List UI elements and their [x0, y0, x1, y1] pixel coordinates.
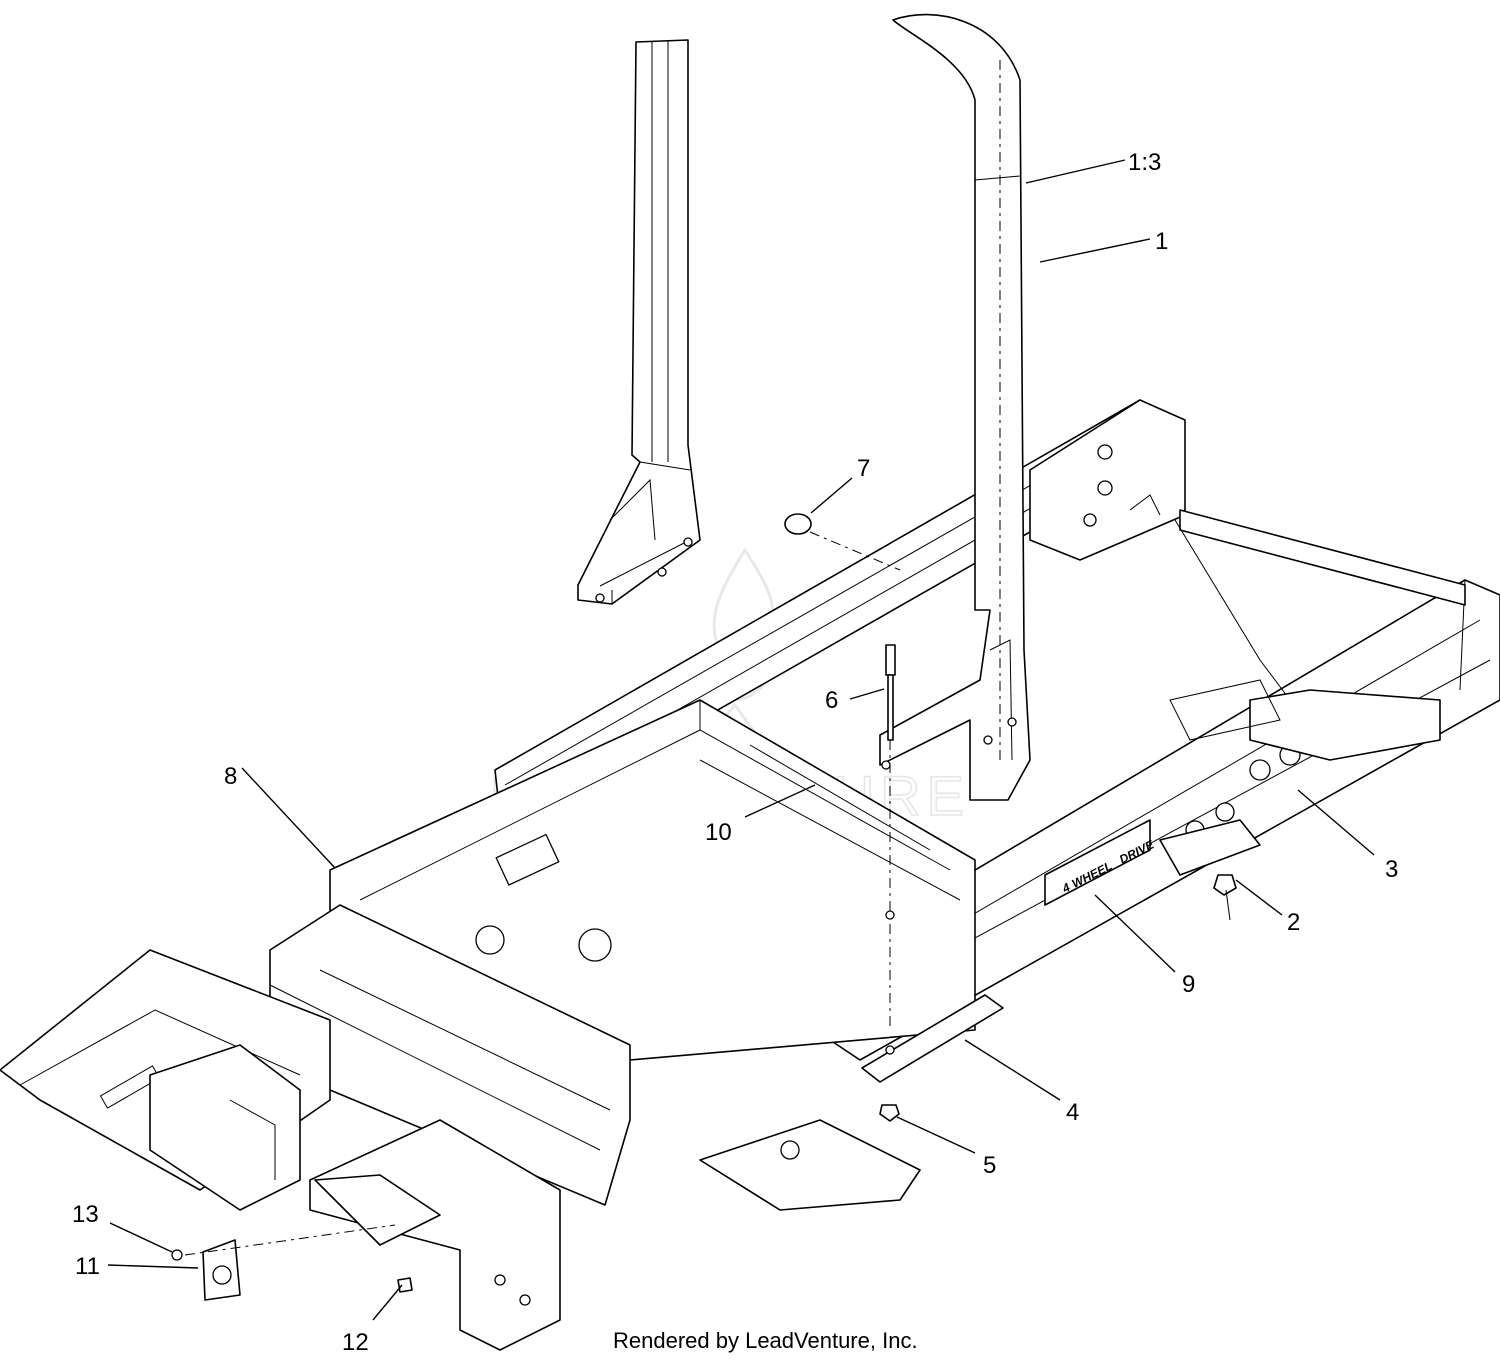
callout-9: 9	[1182, 971, 1195, 998]
callout-labels: 1:3 1 2 3 4 5 6 7 8 9 10 11 12 13	[72, 149, 1398, 1356]
hardware	[171, 513, 1237, 1301]
frame-assembly: 4WHEELDRIVE	[0, 399, 1500, 1351]
callout-leaders	[107, 159, 1375, 1321]
callout-12: 12	[342, 1329, 369, 1356]
callout-11: 11	[75, 1253, 100, 1280]
callout-8: 8	[224, 763, 237, 790]
callout-13: 13	[72, 1201, 99, 1228]
rops-right-upright	[879, 13, 1031, 801]
callout-1: 1	[1155, 228, 1168, 255]
callout-4: 4	[1066, 1099, 1079, 1126]
callout-2: 2	[1287, 909, 1300, 936]
callout-3: 3	[1385, 856, 1398, 883]
rops-left-upright	[577, 39, 701, 605]
callout-5: 5	[983, 1152, 996, 1179]
callout-6: 6	[825, 687, 838, 714]
callout-10: 10	[705, 819, 732, 846]
callout-1-3: 1:3	[1128, 149, 1161, 176]
render-credit: Rendered by LeadVenture, Inc.	[613, 1328, 918, 1353]
callout-7: 7	[857, 455, 870, 482]
